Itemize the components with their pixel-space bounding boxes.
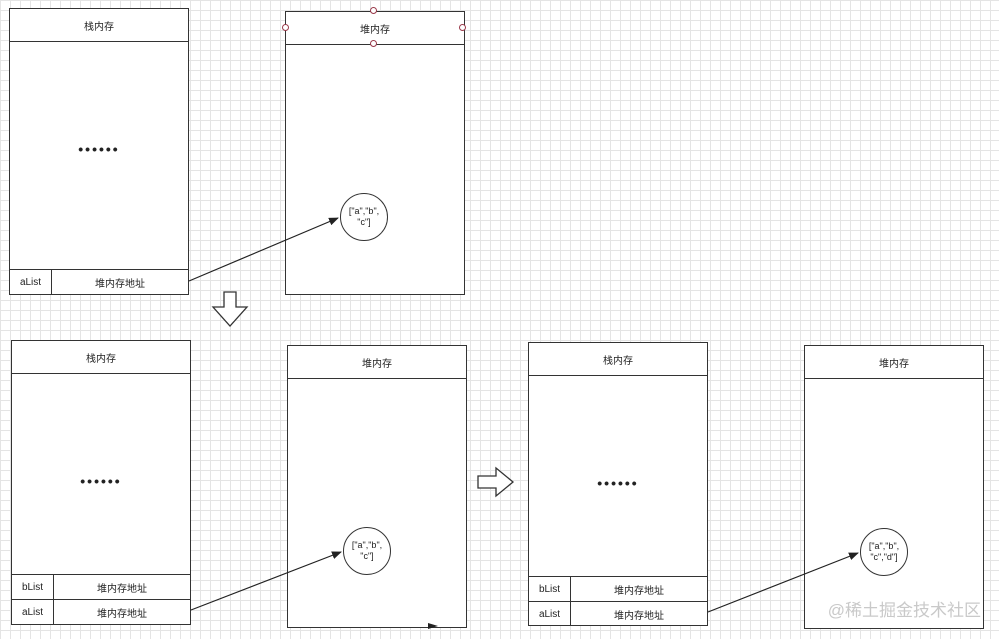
top-heap-memory[interactable]: 堆内存 xyxy=(285,11,465,295)
bottom-right-stack-row-blist: bList 堆内存地址 xyxy=(529,576,707,601)
top-stack-title: 栈内存 xyxy=(10,9,188,42)
bottom-left-heap-memory: 堆内存 xyxy=(287,345,467,628)
bottom-left-stack-ellipsis: •••••• xyxy=(80,473,122,489)
right-step-arrow-icon xyxy=(477,466,515,498)
watermark: @稀土掘金技术社区 xyxy=(827,601,981,620)
variable-name: aList xyxy=(529,602,571,626)
bottom-right-heap-memory: 堆内存 xyxy=(804,345,984,629)
bottom-left-heap-title: 堆内存 xyxy=(288,346,466,379)
variable-value: 堆内存地址 xyxy=(614,585,664,597)
bottom-right-stack-row-alist: aList 堆内存地址 xyxy=(529,601,707,626)
top-heap-array-node: ["a","b", "c"] xyxy=(340,193,388,241)
top-stack-memory: 栈内存 •••••• aList 堆内存地址 xyxy=(9,8,189,295)
selection-handle-bottom[interactable] xyxy=(370,40,377,47)
bottom-left-stack-row-blist: bList 堆内存地址 xyxy=(12,574,190,599)
bottom-left-stack-row-alist: aList 堆内存地址 xyxy=(12,599,190,624)
variable-value: 堆内存地址 xyxy=(614,610,664,622)
bottom-right-stack-title: 栈内存 xyxy=(529,343,707,376)
variable-name: aList xyxy=(10,270,52,294)
selection-handle-left[interactable] xyxy=(282,24,289,31)
down-step-arrow-icon xyxy=(211,291,249,327)
bottom-right-stack-ellipsis: •••••• xyxy=(597,475,639,491)
selection-handle-top[interactable] xyxy=(370,7,377,14)
bottom-left-stack-title: 栈内存 xyxy=(12,341,190,374)
variable-name: bList xyxy=(529,577,571,601)
bottom-left-heap-array-node: ["a","b", "c"] xyxy=(343,527,391,575)
top-stack-row-alist: aList 堆内存地址 xyxy=(10,269,188,294)
bottom-right-heap-title: 堆内存 xyxy=(805,346,983,379)
bottom-right-heap-array-node: ["a","b", "c","d"] xyxy=(860,528,908,576)
variable-name: bList xyxy=(12,575,54,599)
variable-value: 堆内存地址 xyxy=(97,608,147,620)
bottom-left-stack-memory: 栈内存 •••••• bList 堆内存地址 aList 堆内存地址 xyxy=(11,340,191,625)
variable-value: 堆内存地址 xyxy=(95,278,145,290)
bottom-right-stack-memory: 栈内存 •••••• bList 堆内存地址 aList 堆内存地址 xyxy=(528,342,708,626)
variable-name: aList xyxy=(12,600,54,624)
selection-handle-right[interactable] xyxy=(459,24,466,31)
variable-value: 堆内存地址 xyxy=(97,583,147,595)
top-stack-ellipsis: •••••• xyxy=(78,141,120,157)
